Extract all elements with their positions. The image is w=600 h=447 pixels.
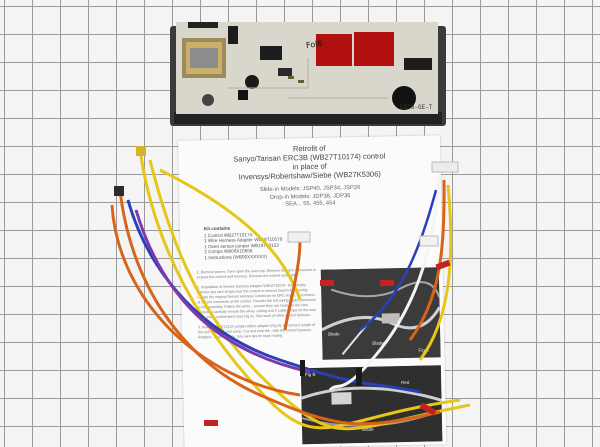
instruction-sheet: Retrofit of Sanyo/Tarisan ERC3B (WB27T10… (178, 135, 447, 447)
board-silkscreen-label: ERC3-GE-T (400, 104, 433, 111)
figure-callout: Blade (328, 331, 340, 337)
instruction-step: 2. Installation of Sensor Harness Adapte… (197, 283, 316, 320)
sheet-models: Slide-in Models: JSP40, JSP34, JSP26 Dro… (179, 183, 441, 211)
figure-callout: Blade (372, 340, 384, 346)
control-board-illustration (170, 22, 446, 126)
figure-a-illustration (320, 267, 441, 360)
figure-label: Fig B (304, 371, 316, 378)
sheet-title: Retrofit of Sanyo/Tarisan ERC3B (WB27T10… (189, 141, 430, 182)
oven-control-board: Fol6 ERC3-GE-T (168, 18, 448, 128)
figure-b-photo: Fig B Blade Red (300, 365, 443, 445)
instruction-steps: 1. Remove power. Then open the oven top.… (197, 268, 319, 345)
sheet-header: Retrofit of Sanyo/Tarisan ERC3B (WB27T10… (178, 141, 441, 211)
kit-contents: Kit contains 1 Control WB27T10174 1 Wire… (204, 223, 335, 261)
figure-callout: Blade (362, 426, 374, 432)
instruction-step: 3. Insert WB18T10123 jumper within adapt… (197, 322, 316, 340)
figure-label: Fig A (418, 347, 429, 353)
figure-callout: Red (401, 379, 410, 386)
figure-a-photo: Fig A Blade Blade (320, 267, 441, 360)
figure-b-illustration (300, 365, 443, 445)
instruction-step: 1. Remove power. Then open the oven top.… (196, 267, 317, 280)
